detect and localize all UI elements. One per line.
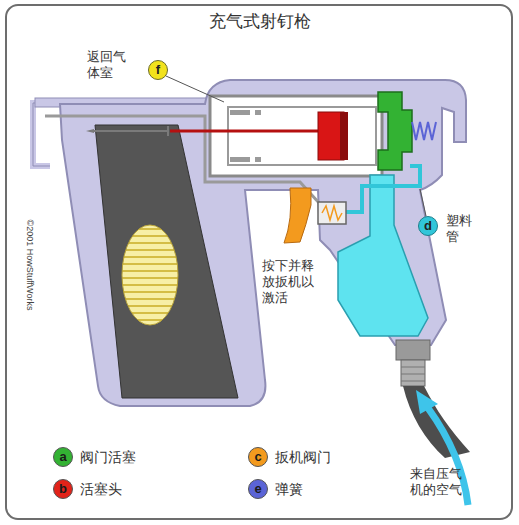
callout-letter: b (53, 479, 73, 499)
callout-letter: c (248, 447, 268, 467)
legend-text: 弹簧 (275, 479, 303, 499)
valve-piston (378, 92, 412, 170)
callout-text: 返回气 体室 (87, 49, 129, 81)
return-port (255, 157, 261, 162)
nail (92, 130, 168, 132)
callout-text: 塑料 管 (446, 213, 474, 245)
legend-item: 扳机阀门 (248, 447, 408, 469)
legend-item: 活塞头 (53, 479, 213, 501)
legend-item: 阀门活塞 (53, 447, 213, 469)
air-reservoir (338, 175, 428, 336)
hose-fitting (396, 340, 430, 360)
legend-text: 活塞头 (80, 479, 122, 499)
instruction-note: 按下并释 放扳机以 激活 (262, 258, 318, 306)
fitting-ridge (401, 367, 425, 368)
hose-fitting (401, 360, 425, 386)
legend-text: 阀门活塞 (80, 447, 136, 467)
legend-item: 弹簧 (248, 479, 408, 501)
callout-letter: f (149, 61, 167, 79)
return-port (230, 110, 250, 115)
nail-head (167, 126, 169, 136)
legend-text: 扳机阀门 (275, 447, 331, 467)
fitting-ridge (401, 374, 425, 375)
air-flow-arrowhead (416, 390, 438, 414)
return-port (255, 110, 261, 115)
callout-circle: 返回气 体室f (148, 60, 168, 80)
callout-letter: a (53, 447, 73, 467)
return-chamber (210, 96, 382, 176)
nose-hook-edge (33, 103, 50, 166)
leader-line (420, 189, 426, 216)
callout-letter: d (419, 217, 437, 235)
frame (6, 5, 512, 519)
nose-hook (33, 103, 50, 166)
callout-letter: e (248, 479, 268, 499)
plastic-tube (346, 166, 420, 212)
air-source-note: 来自压气 机的空气 (410, 466, 468, 498)
trigger (284, 188, 311, 243)
copyright-note: ©2001 HowStuffWorks (24, 205, 36, 325)
valve-spring (412, 122, 436, 140)
cylinder (228, 107, 376, 165)
diagram-title: 充气式射钉枪 (0, 10, 519, 33)
return-port (230, 157, 250, 162)
fitting-ridge (401, 381, 425, 382)
trigger-valve (318, 202, 346, 224)
nail-tip (86, 129, 94, 133)
grip-pad (122, 225, 178, 325)
gun-body (60, 80, 466, 406)
piston-seal (340, 112, 348, 160)
trigger-valve-spring (322, 206, 342, 220)
leader-line (166, 76, 224, 102)
callout-circle: d塑料 管 (418, 216, 438, 236)
piston-rod (170, 130, 318, 133)
